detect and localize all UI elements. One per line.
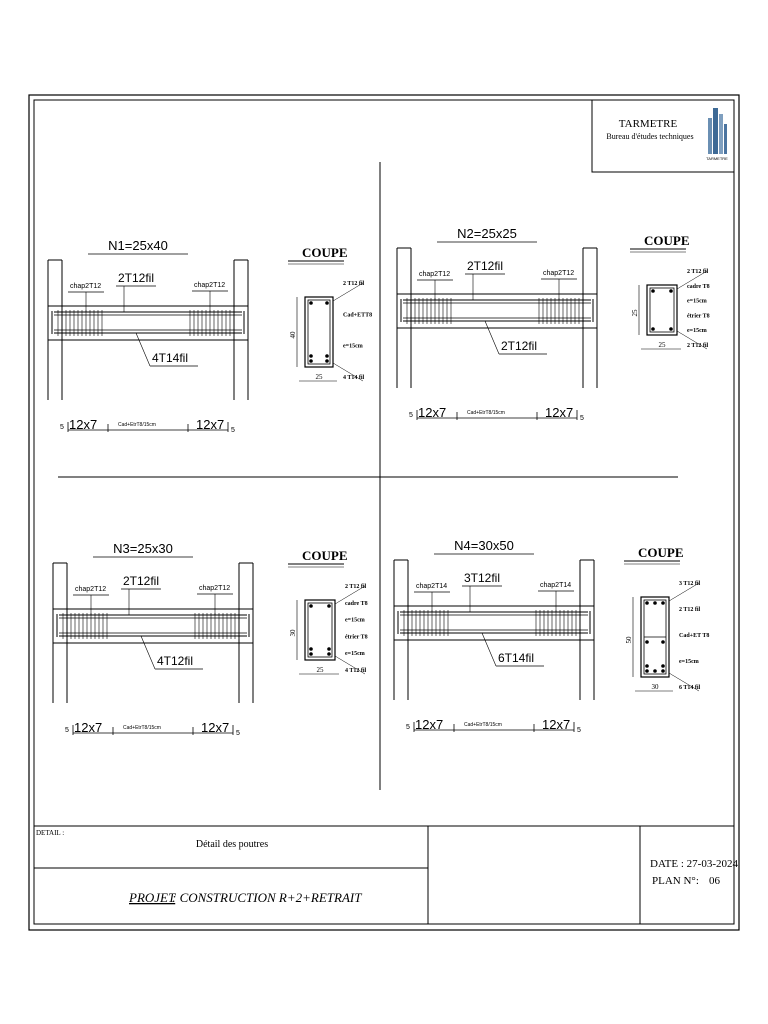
coupe-label: 2 T12 fil: [345, 584, 367, 590]
stirrup-right-label: 12x7: [201, 720, 229, 735]
inner-frame: [33, 99, 735, 925]
coupe-width: 25: [659, 341, 667, 349]
beam-title: N3=25x30: [113, 541, 173, 556]
coupe-width: 25: [316, 373, 324, 381]
coupe-label: e=15cm: [687, 299, 707, 305]
plan-label: PLAN N°:: [652, 875, 699, 887]
coupe-label: e=15cm: [687, 328, 707, 334]
company-name: TARMETRE: [619, 118, 678, 130]
svg-text:TARMETRE: TARMETRE: [706, 156, 728, 161]
stirrup-mid-label: Cad+EtrT8/15cm: [123, 725, 161, 731]
coupe-height: 50: [625, 636, 633, 644]
coupe-title: COUPE: [302, 245, 348, 260]
detail-value: Détail des poutres: [196, 839, 268, 850]
edge-left-label: 5: [65, 727, 69, 734]
top-bars-label: 3T12fil: [464, 571, 500, 585]
top-bars-label: 2T12fil: [467, 259, 503, 273]
chap-right-label: chap2T14: [540, 582, 571, 589]
chap-left-label: chap2T12: [419, 271, 450, 278]
stirrup-mid-label: Cad+EtrT8/15cm: [467, 410, 505, 416]
coupe-height: 40: [289, 331, 297, 339]
company-logo: TARMETRE: [706, 108, 728, 161]
bottom-bars-label: 4T12fil: [157, 654, 193, 668]
edge-right-label: 5: [577, 727, 581, 734]
chap-right-label: chap2T12: [194, 282, 225, 289]
beam-title: N1=25x40: [108, 238, 168, 253]
company-block: TARMETRE Bureau d'études techniques TARM…: [591, 99, 735, 173]
footer-block: DETAIL : Détail des poutres PROJET : CON…: [34, 825, 738, 924]
detail-label: DETAIL :: [36, 829, 64, 837]
stirrup-left-label: 12x7: [415, 717, 443, 732]
chap-right-label: chap2T12: [543, 270, 574, 277]
chap-left-label: chap2T12: [70, 283, 101, 290]
coupe-label: e=15cm: [345, 651, 365, 657]
coupe-width: 25: [317, 666, 325, 674]
date-label: DATE : 27-03-2024: [650, 858, 738, 870]
coupe-label: 2 T12 fil: [343, 281, 365, 287]
edge-left-label: 5: [406, 724, 410, 731]
beam-title: N4=30x50: [454, 538, 514, 553]
top-bars-label: 2T12fil: [123, 574, 159, 588]
stirrup-mid-label: Cad+EtrT8/15cm: [118, 422, 156, 428]
stirrup-right-label: 12x7: [542, 717, 570, 732]
coupe-height: 30: [289, 629, 297, 637]
coupe-label: e=15cm: [345, 618, 365, 624]
top-bars-label: 2T12fil: [118, 271, 154, 285]
bottom-bars-label: 4T14fil: [152, 351, 188, 365]
coupe-label: 4 T14 fil: [343, 375, 365, 381]
coupe-label: 2 T12 fil: [687, 269, 709, 275]
chap-right-label: chap2T12: [199, 585, 230, 592]
coupe-title: COUPE: [302, 548, 348, 563]
coupe-label: Cad+ETT8: [343, 312, 372, 318]
coupe-label: e=15cm: [679, 659, 699, 665]
edge-right-label: 5: [236, 730, 240, 737]
stirrup-left-label: 12x7: [69, 417, 97, 432]
coupe-label: 2 T12 fil: [687, 343, 709, 349]
coupe-title: COUPE: [638, 545, 684, 560]
stirrup-left-label: 12x7: [74, 720, 102, 735]
edge-right-label: 5: [231, 427, 235, 434]
coupe-label: 4 T12 fil: [345, 668, 367, 674]
projet-label: PROJET: [128, 890, 176, 905]
coupe-label: cadre T8: [345, 601, 368, 607]
outer-frame: [28, 94, 740, 931]
coupe-label: cadre T8: [687, 284, 710, 290]
stirrup-right-label: 12x7: [545, 405, 573, 420]
chap-left-label: chap2T12: [75, 586, 106, 593]
stirrup-mid-label: Cad+EtrT8/15cm: [464, 722, 502, 728]
bottom-bars-label: 6T14fil: [498, 651, 534, 665]
stirrup-left-label: 12x7: [418, 405, 446, 420]
coupe-width: 30: [652, 683, 660, 691]
edge-left-label: 5: [60, 424, 64, 431]
company-subtitle: Bureau d'études techniques: [606, 132, 693, 141]
beam-title: N2=25x25: [457, 226, 517, 241]
plan-number: 06: [709, 875, 721, 887]
projet-value: : CONSTRUCTION R+2+RETRAIT: [172, 890, 362, 905]
coupe-height: 25: [631, 309, 639, 317]
edge-right-label: 5: [580, 415, 584, 422]
coupe-label: étrier T8: [687, 313, 710, 319]
coupe-label: 6 T14 fil: [679, 685, 701, 691]
coupe-label: 3 T12 fil: [679, 581, 701, 587]
chap-left-label: chap2T14: [416, 583, 447, 590]
coupe-label: étrier T8: [345, 634, 368, 640]
bottom-bars-label: 2T12fil: [501, 339, 537, 353]
edge-left-label: 5: [409, 412, 413, 419]
stirrup-right-label: 12x7: [196, 417, 224, 432]
coupe-label: e=15cm: [343, 344, 363, 350]
coupe-label: 2 T12 fil: [679, 607, 701, 613]
coupe-label: Cad+ET T8: [679, 633, 709, 639]
coupe-title: COUPE: [644, 233, 690, 248]
